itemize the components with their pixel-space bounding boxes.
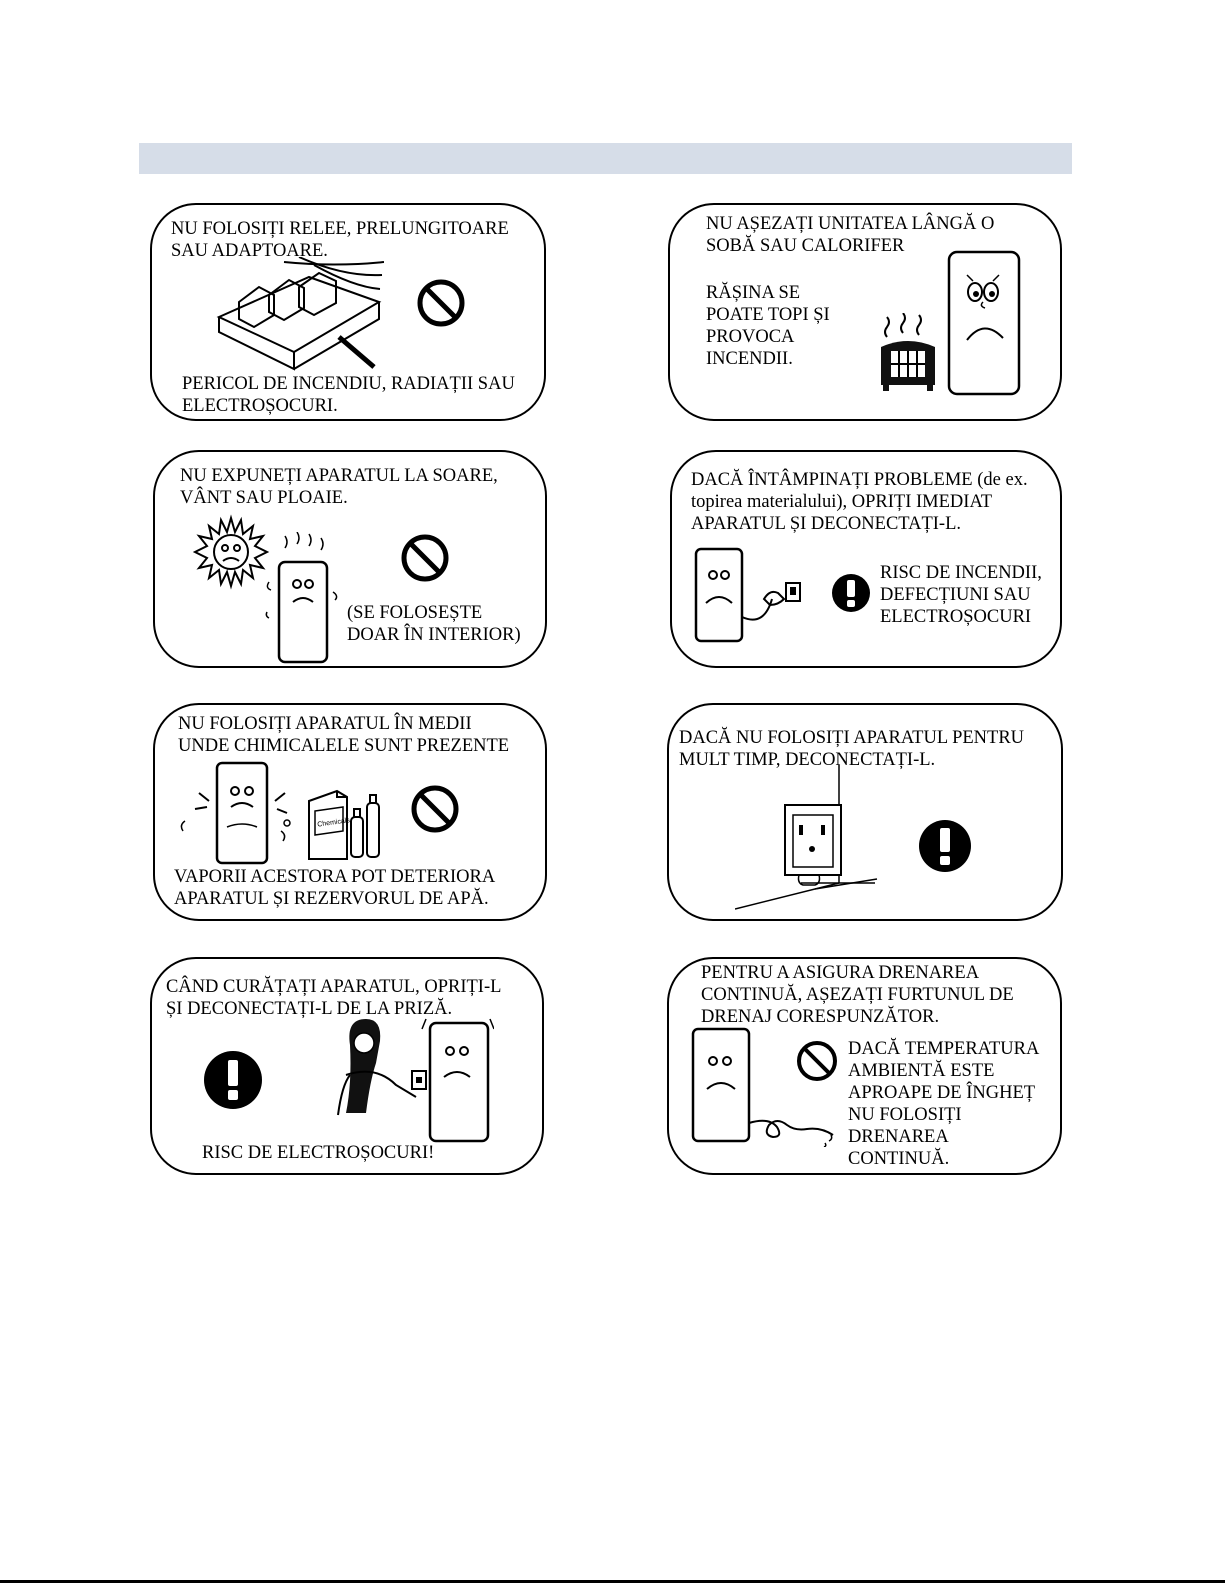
card-note-line: INCENDII. (706, 349, 793, 369)
card-note-line: AMBIENTĂ ESTE (848, 1061, 995, 1081)
woman-unplugging-illustration (328, 1015, 494, 1145)
card-title-line: NU EXPUNEȚI APARATUL LA SOARE, (180, 466, 498, 486)
card-title-line: ȘI DECONECTAȚI-L DE LA PRIZĂ. (166, 999, 453, 1019)
warning-card-extension-cords: NU FOLOSIȚI RELEE, PRELUNGITOARE SAU ADA… (150, 203, 546, 421)
card-note-line: RĂȘINA SE (706, 283, 801, 303)
card-title-line: CONTINUĂ, AȘEZAȚI FURTUNUL DE (701, 985, 1014, 1005)
warning-card-cleaning: CÂND CURĂȚAȚI APARATUL, OPRIȚI-L ȘI DECO… (150, 957, 544, 1175)
card-title-line: SOBĂ SAU CALORIFER (706, 236, 905, 256)
prohibited-icon (795, 1039, 839, 1083)
card-note-line: RISC DE INCENDII, (880, 563, 1042, 583)
wall-outlet-illustration (735, 765, 885, 915)
warning-icon (832, 574, 870, 612)
card-title-line: APARATUL ȘI DECONECTAȚI-L. (691, 514, 962, 534)
card-note-line: POATE TOPI ȘI (706, 305, 830, 325)
card-title-line: VÂNT SAU PLOAIE. (180, 488, 348, 508)
card-title-line: NU AȘEZAȚI UNITATEA LÂNGĂ O (706, 214, 995, 234)
card-note-line: NU FOLOSIȚI (848, 1105, 962, 1125)
warning-card-heater: NU AȘEZAȚI UNITATEA LÂNGĂ O SOBĂ SAU CAL… (668, 203, 1062, 421)
chemicals-illustration: Chemicals (303, 777, 383, 863)
card-title-line: MULT TIMP, DECONECTAȚI-L. (679, 750, 936, 770)
card-title-line: DRENAJ CORESPUNZĂTOR. (701, 1007, 940, 1027)
card-note-line: ELECTROȘOCURI (880, 607, 1032, 627)
warning-card-sun-wind-rain: NU EXPUNEȚI APARATUL LA SOARE, VÂNT SAU … (153, 450, 547, 668)
dehumidifier-character-illustration (263, 532, 343, 664)
card-note-line: DACĂ TEMPERATURA (848, 1039, 1040, 1059)
card-title-line: NU FOLOSIȚI APARATUL ÎN MEDII (178, 714, 472, 734)
section-header-bar (139, 143, 1072, 174)
prohibited-icon (415, 277, 467, 329)
heater-icon (875, 313, 941, 393)
card-note-line: DRENAREA (848, 1127, 949, 1147)
card-note-line: PROVOCA (706, 327, 795, 347)
card-note-line: RISC DE ELECTROȘOCURI! (202, 1143, 435, 1163)
card-note-line: DEFECȚIUNI SAU (880, 585, 1031, 605)
card-title-line: topirea materialului), OPRIȚI IMEDIAT (691, 492, 993, 512)
card-title-line: DACĂ ÎNTÂMPINAȚI PROBLEME (de ex. (691, 470, 1028, 490)
prohibited-icon (409, 783, 461, 835)
card-title-line: NU FOLOSIȚI RELEE, PRELUNGITOARE (171, 219, 509, 239)
warning-card-drainage: PENTRU A ASIGURA DRENAREA CONTINUĂ, AȘEZ… (667, 957, 1062, 1175)
prohibited-icon (399, 532, 451, 584)
card-note-line: APARATUL ȘI REZERVORUL DE APĂ. (174, 889, 489, 909)
card-title-line: CÂND CURĂȚAȚI APARATUL, OPRIȚI-L (166, 977, 502, 997)
card-title-line: DACĂ NU FOLOSIȚI APARATUL PENTRU (679, 728, 1025, 748)
warning-icon (919, 820, 971, 872)
warning-icon (204, 1051, 262, 1109)
card-title-line: PENTRU A ASIGURA DRENAREA (701, 963, 980, 983)
card-note-line: PERICOL DE INCENDIU, RADIAȚII SAU (182, 374, 515, 394)
card-title-line: SAU ADAPTOARE. (171, 241, 328, 261)
card-note-line: ELECTROȘOCURI. (182, 396, 338, 416)
warning-card-long-unused: DACĂ NU FOLOSIȚI APARATUL PENTRU MULT TI… (667, 703, 1063, 921)
dehumidifier-character-illustration (179, 761, 291, 865)
dehumidifier-character-illustration (947, 250, 1021, 396)
card-note-line: APROAPE DE ÎNGHEȚ (848, 1083, 1036, 1103)
power-strip-illustration (214, 257, 384, 375)
card-note-line: DOAR ÎN INTERIOR) (347, 625, 521, 645)
unplug-illustration (694, 547, 812, 643)
sun-icon (193, 514, 269, 590)
drain-hose-illustration (691, 1027, 841, 1147)
card-note-line: (SE FOLOSEȘTE (347, 603, 483, 623)
page-bottom-border (0, 1580, 1225, 1583)
card-title-line: UNDE CHIMICALELE SUNT PREZENTE (178, 736, 510, 756)
warning-card-chemicals: NU FOLOSIȚI APARATUL ÎN MEDII UNDE CHIMI… (153, 703, 547, 921)
card-note-line: VAPORII ACESTORA POT DETERIORA (174, 867, 496, 887)
warning-card-problems: DACĂ ÎNTÂMPINAȚI PROBLEME (de ex. topire… (670, 450, 1062, 668)
card-note-line: CONTINUĂ. (848, 1149, 950, 1169)
chemicals-box-label: Chemicals (317, 817, 351, 829)
